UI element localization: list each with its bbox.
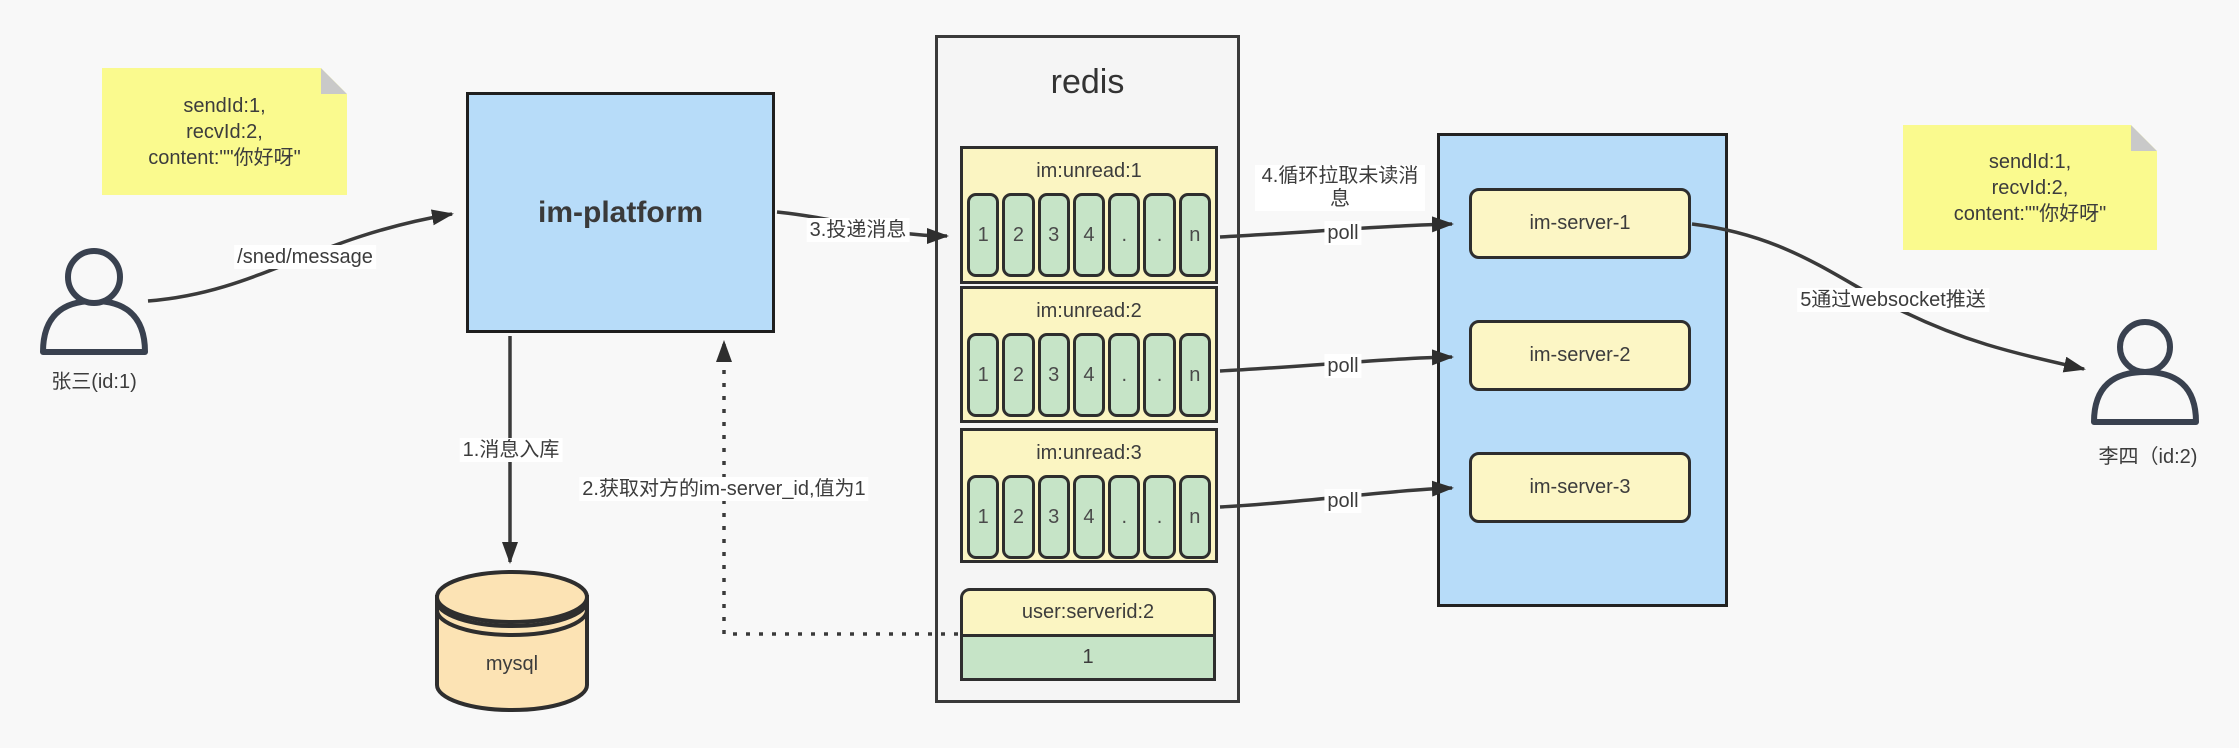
label-step3: 3.投递消息 <box>806 218 910 242</box>
queue-cell: 3 <box>1037 333 1070 417</box>
queue-im-unread-1: im:unread:1 1 2 3 4 . . n <box>960 146 1218 284</box>
label-step4: 4.循环拉取未读消息 <box>1255 165 1425 211</box>
label-step2: 2.获取对方的im-server_id,值为1 <box>579 477 869 501</box>
queue-cell: 4 <box>1072 333 1106 417</box>
queue-cells: 1 2 3 4 . . n <box>967 475 1211 559</box>
queue-cell: . <box>1143 475 1176 559</box>
note-line: recvId:2, <box>186 120 263 143</box>
sticky-note-right: sendId:1, recvId:2, content:""你好呀" <box>1903 125 2157 250</box>
receiver-person-icon <box>2091 319 2199 425</box>
im-platform-label: im-platform <box>538 195 703 229</box>
queue-cell: 3 <box>1037 475 1070 559</box>
queue-cell: 3 <box>1037 193 1070 277</box>
label-step1: 1.消息入库 <box>459 438 563 462</box>
note-fold-icon <box>2131 125 2157 151</box>
queue-cell: . <box>1108 475 1141 559</box>
queue-cell: 2 <box>1002 333 1035 417</box>
user-serverid-box: user:serverid:2 1 <box>960 588 1216 681</box>
im-server-1-label: im-server-1 <box>1529 212 1631 234</box>
note-line: recvId:2, <box>1991 176 2069 199</box>
queue-header: im:unread:2 <box>1036 299 1142 322</box>
note-line: sendId:1, <box>183 94 266 117</box>
sticky-note-left: sendId:1, recvId:2, content:""你好呀" <box>102 68 347 195</box>
note-line: sendId:1, <box>1988 150 2072 173</box>
im-server-2-label: im-server-2 <box>1529 344 1631 366</box>
im-server-3-label: im-server-3 <box>1529 476 1631 498</box>
im-platform-box: im-platform <box>466 92 775 333</box>
queue-cell: 1 <box>967 475 1000 559</box>
receiver-label: 李四（id:2) <box>2098 446 2198 468</box>
note-line: content:""你好呀" <box>1953 202 2107 225</box>
queue-cells: 1 2 3 4 . . n <box>967 333 1211 417</box>
label-step5: 5通过websocket推送 <box>1797 288 1989 312</box>
queue-cell: 1 <box>967 193 1000 277</box>
im-server-cluster: im-server-1 im-server-2 im-server-3 <box>1437 133 1728 607</box>
redis-container: redis im:unread:1 1 2 3 4 . . n im:unrea… <box>935 35 1240 703</box>
note-fold-icon <box>321 68 347 94</box>
kv-header: user:serverid:2 <box>1021 601 1155 623</box>
note-line: content:""你好呀" <box>148 146 301 169</box>
im-server-3-box: im-server-3 <box>1469 452 1691 523</box>
label-send-api: /sned/message <box>234 245 376 269</box>
queue-im-unread-3: im:unread:3 1 2 3 4 . . n <box>960 428 1218 563</box>
queue-cell: 2 <box>1002 193 1035 277</box>
queue-cell: 2 <box>1002 475 1035 559</box>
queue-cell: 4 <box>1072 475 1106 559</box>
im-server-1-box: im-server-1 <box>1469 188 1691 259</box>
queue-header: im:unread:3 <box>1036 441 1142 464</box>
im-server-2-box: im-server-2 <box>1469 320 1691 391</box>
sender-person-icon <box>40 248 148 355</box>
queue-header: im:unread:1 <box>1036 159 1142 182</box>
mysql-label: mysql <box>485 653 539 675</box>
label-poll-1: poll <box>1324 221 1362 245</box>
queue-cell: n <box>1178 193 1211 277</box>
queue-cell: n <box>1178 475 1211 559</box>
label-poll-3: poll <box>1324 489 1362 513</box>
sender-label: 张三(id:1) <box>51 371 137 393</box>
queue-im-unread-2: im:unread:2 1 2 3 4 . . n <box>960 286 1218 423</box>
queue-cell: 4 <box>1072 193 1106 277</box>
label-poll-2: poll <box>1324 354 1362 378</box>
queue-cells: 1 2 3 4 . . n <box>967 193 1211 277</box>
mysql-cylinder <box>435 570 589 712</box>
queue-cell: . <box>1143 193 1176 277</box>
redis-title: redis <box>1050 63 1125 101</box>
queue-cell: n <box>1178 333 1211 417</box>
kv-value: 1 <box>963 634 1213 678</box>
queue-cell: . <box>1108 333 1141 417</box>
queue-cell: 1 <box>967 333 1000 417</box>
queue-cell: . <box>1143 333 1176 417</box>
queue-cell: . <box>1108 193 1141 277</box>
